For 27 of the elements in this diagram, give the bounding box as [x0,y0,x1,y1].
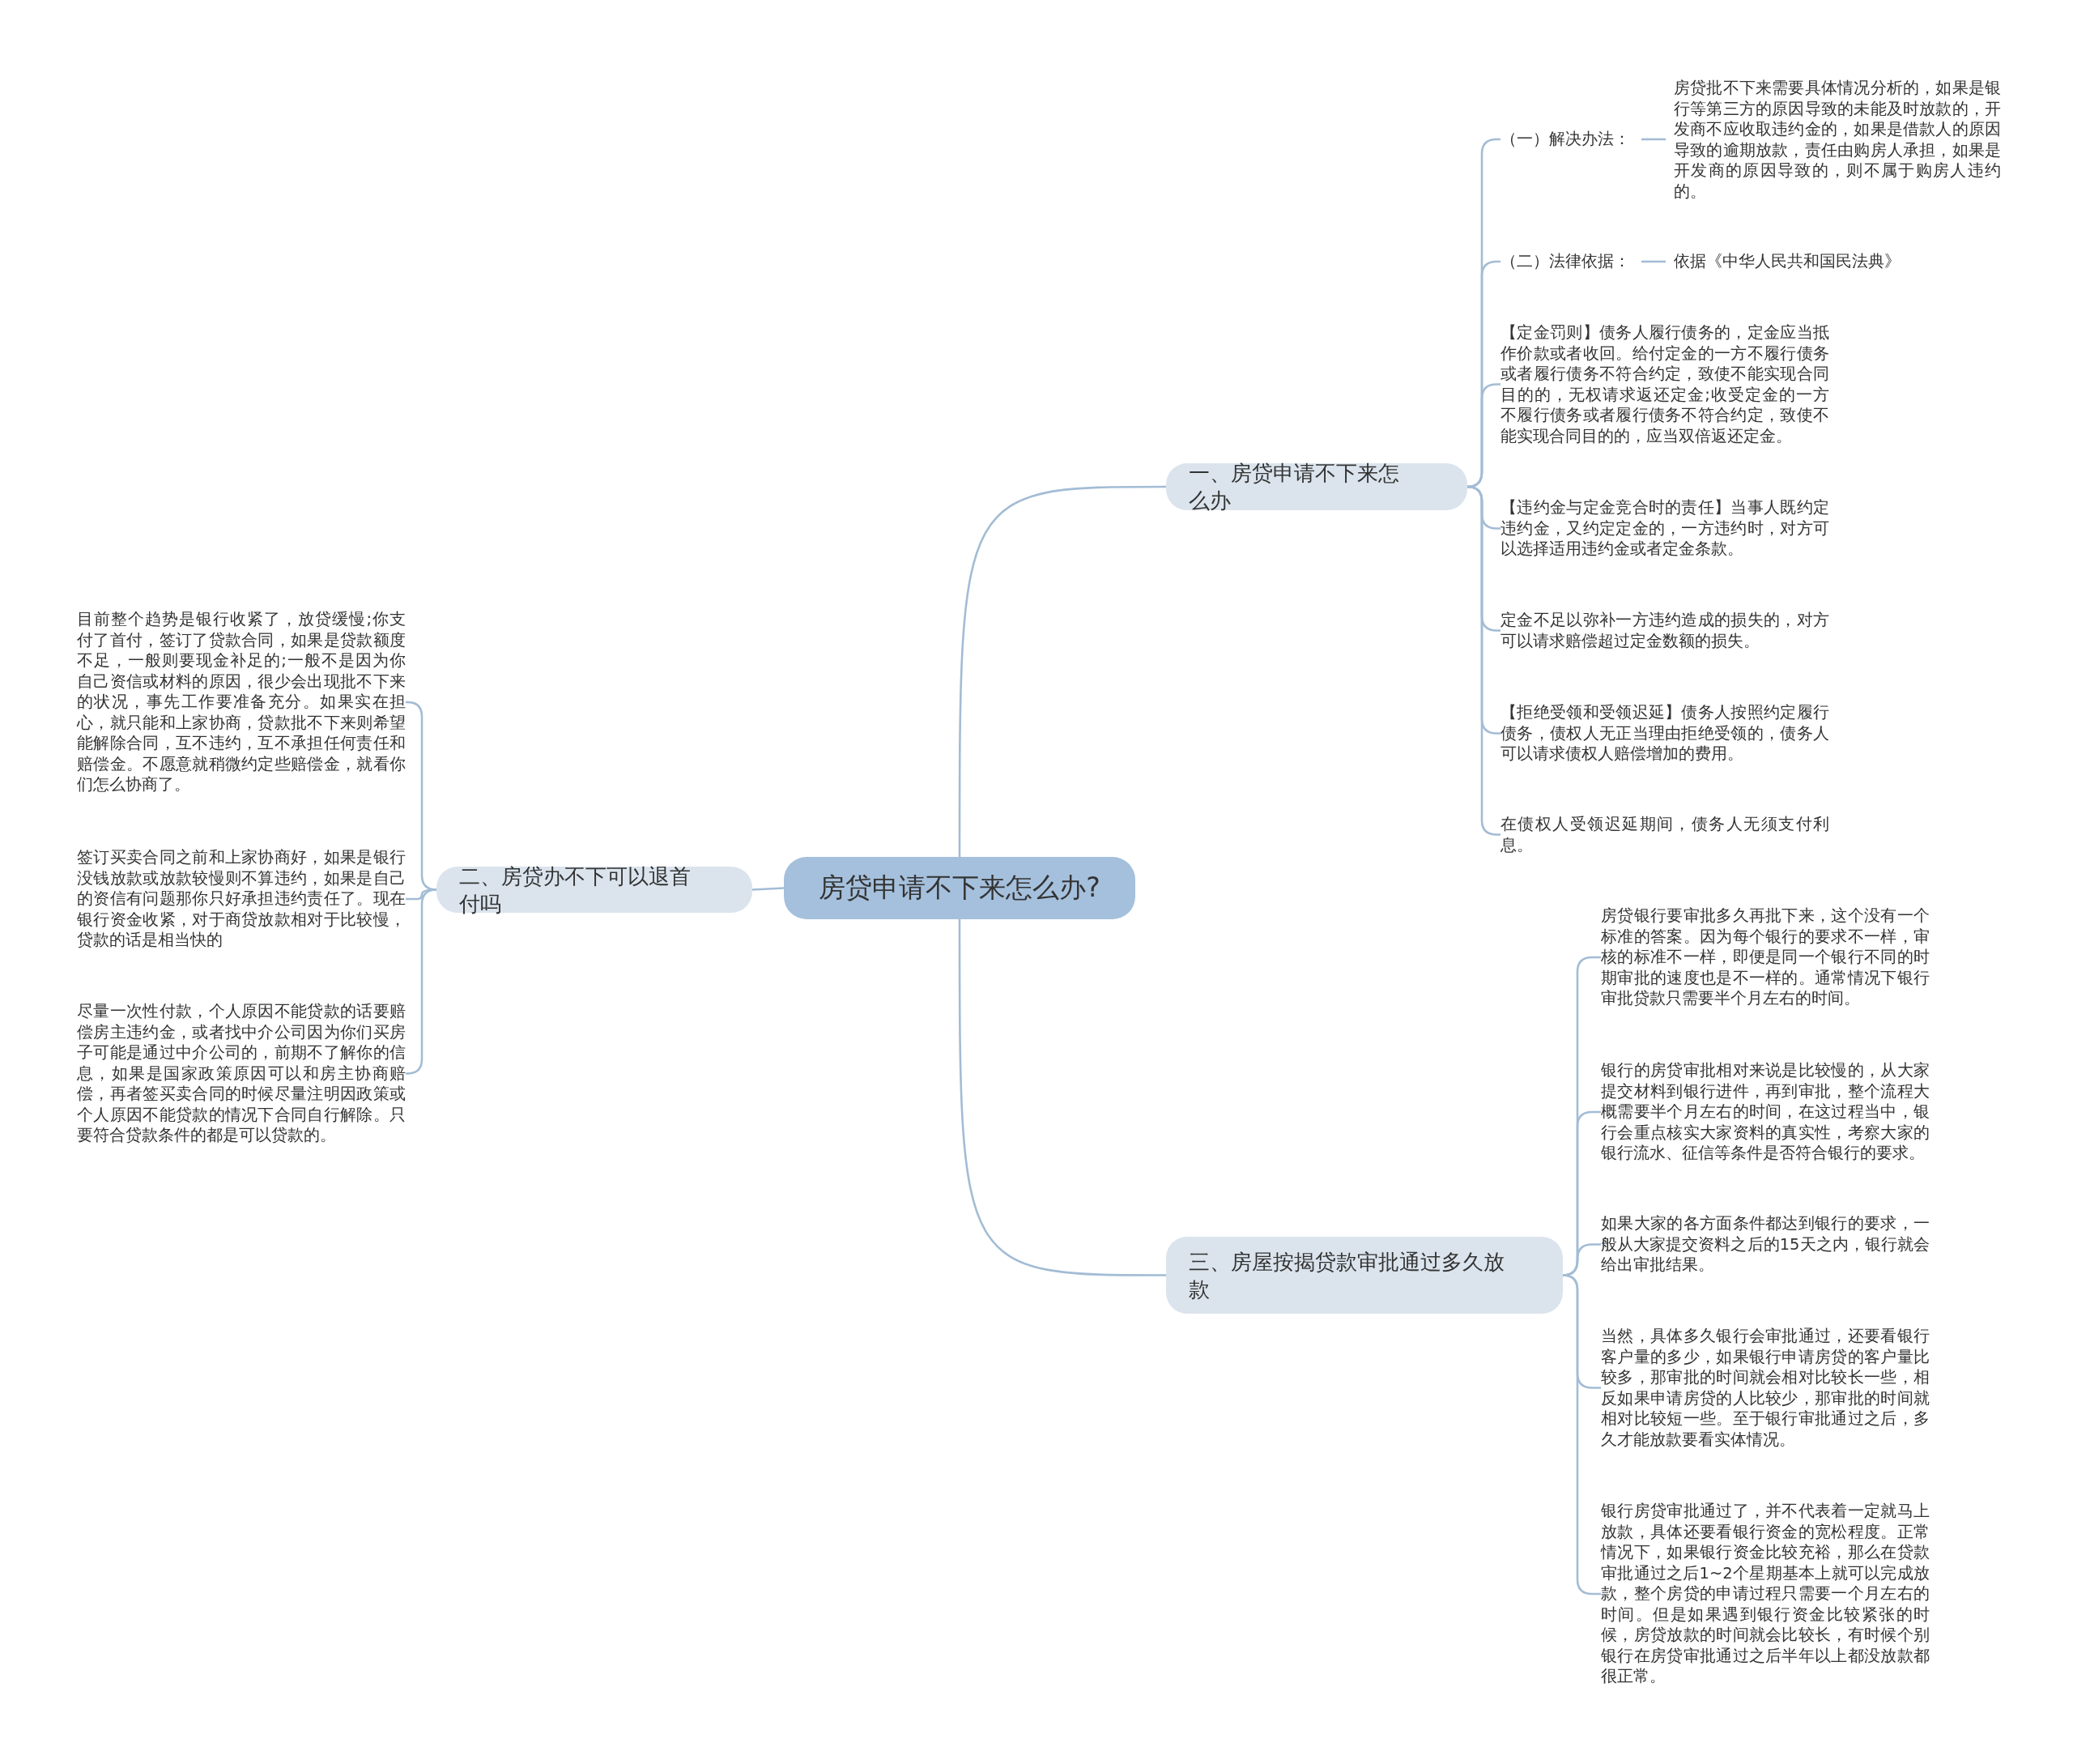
branch-topic: 一、房贷申请不下来怎么办 [1166,463,1467,510]
connector-line [1641,138,1666,141]
note-text: （一）解决办法： [1500,129,1638,150]
note-text: 银行房贷审批通过了，并不代表着一定就马上放款，具体还要看银行资金的宽松程度。正常情况下，如果银行资金比较充裕，那么在贷款审批通过之后1~2个星期基本上就可以完成放款，整个房贷的申请过程只需要一个月左右的时间。但是如果遇到银行资金比较紧张的时候，房贷放款的时间就会比较长，有时候个别银行在房贷审批通过之后半年以上都没放款都很正常。 [1601,1501,1930,1687]
connector-line [1466,485,1500,836]
note-text: 如果大家的各方面条件都达到银行的要求，一般从大家提交资料之后的15天之内，银行就会给出审批结果。 [1601,1213,1930,1276]
connector-line [958,919,1166,1276]
central-topic: 房贷申请不下来怎么办? [784,857,1135,919]
branch-topic: 二、房贷办不下可以退首付吗 [436,867,752,913]
note-text: 尽量一次性付款，个人原因不能贷款的话要赔偿房主违约金，或者找中介公司因为你们买房子可能是通过中介公司的，前期不了解你的信息，如果是国家政策原因可以和房主协商赔偿，再者签买卖合同的时候尽量注明因政策或个人原因不能贷款的情况下合同自行解除。只要符合贷款条件的都是可以贷款的。 [77,1001,406,1146]
note-text: 银行的房贷审批相对来说是比较慢的，从大家提交材料到银行进件，再到审批，整个流程大概需要半个月左右的时间，在这过程当中，银行会重点核实大家资料的真实性，考察大家的银行流水、征信等条件是否符合银行的要求。 [1601,1060,1930,1164]
connector-line [751,887,785,891]
connector-line [1641,260,1666,263]
note-text: 目前整个趋势是银行收紧了，放贷缓慢;你支付了首付，签订了贷款合同，如果是贷款额度不足，一般则要现金补足的;一般不是因为你自己资信或材料的原因，很少会出现批不下来的状况，事先工作要准备充分。如果实在担心，就只能和上家协商，贷款批不下来则希望能解除合同，互不违约，互不承担任何责任和赔偿金。不愿意就稍微约定些赔偿金，就看你们怎么协商了。 [77,609,406,795]
note-text: 【拒绝受领和受领迟延】债务人按照约定履行债务，债权人无正当理由拒绝受领的，债务人可以请求债权人赔偿增加的费用。 [1500,702,1829,765]
note-text: 房贷批不下来需要具体情况分析的，如果是银行等第三方的原因导致的未能及时放款的，开发商不应收取违约金的，如果是借款人的原因导致的逾期放款，责任由购房人承担，如果是开发商的原因导致的，则不属于购房人违约的。 [1674,78,2001,202]
note-text: 【定金罚则】债务人履行债务的，定金应当抵作价款或者收回。给付定金的一方不履行债务或者履行债务不符合约定，致使不能实现合同目的的，无权请求返还定金;收受定金的一方不履行债务或者履行债务不符合约定，致使不能实现合同目的的，应当双倍返还定金。 [1500,322,1829,446]
note-text: 【违约金与定金竞合时的责任】当事人既约定违约金，又约定定金的，一方违约时，对方可以选择适用违约金或者定金条款。 [1500,497,1829,560]
note-text: 房贷银行要审批多久再批下来，这个没有一个标准的答案。因为每个银行的要求不一样，审核的标准不一样，即便是同一个银行不同的时期审批的速度也是不一样的。通常情况下银行审批贷款只需要半个月左右的时间。 [1601,905,1930,1009]
note-text: 当然，具体多久银行会审批通过，还要看银行客户量的多少，如果银行申请房贷的客户量比较多，那审批的时间就会相对比较长一些，相反如果申请房贷的人比较少，那审批的时间就相对比较短一些。至于银行审批通过之后，多久才能放款要看实体情况。 [1601,1326,1930,1450]
note-text: 在债权人受领迟延期间，债务人无须支付利息。 [1500,814,1829,855]
note-text: 签订买卖合同之前和上家协商好，如果是银行没钱放款或放款较慢则不算违约，如果是自己的资信有问题那你只好承担违约责任了。现在银行资金收紧，对于商贷放款相对于比较慢，贷款的话是相当快的 [77,847,406,951]
note-text: 依据《中华人民共和国民法典》 [1674,251,2001,272]
connector-line [958,485,1166,857]
branch-topic: 三、房屋按揭贷款审批通过多久放款 [1166,1237,1563,1314]
note-text: 定金不足以弥补一方违约造成的损失的，对方可以请求赔偿超过定金数额的损失。 [1500,610,1829,651]
note-text: （二）法律依据： [1500,251,1638,272]
